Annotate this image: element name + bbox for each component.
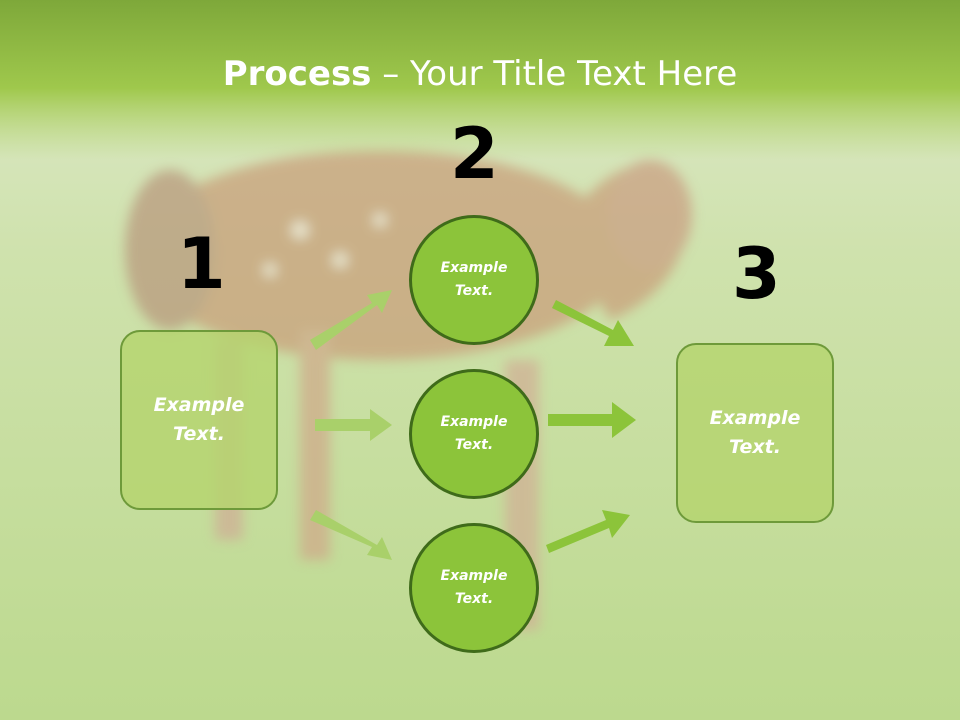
circle-middle-text: Example Text. xyxy=(440,414,508,453)
step-number-3: 3 xyxy=(732,233,781,315)
slide-title: Process – Your Title Text Here xyxy=(0,52,960,96)
right-text-box: Example Text. xyxy=(676,343,834,523)
title-bold: Process xyxy=(222,54,372,94)
arrow-left-up xyxy=(310,290,392,350)
step-number-2: 2 xyxy=(450,113,499,195)
circle-top: Example Text. xyxy=(409,215,539,345)
left-box-text: Example Text. xyxy=(153,394,245,445)
title-rest: – Your Title Text Here xyxy=(371,54,738,94)
arrow-left-mid xyxy=(315,409,392,441)
arrow-left-down xyxy=(310,510,392,560)
left-text-box: Example Text. xyxy=(120,330,278,510)
circle-top-text: Example Text. xyxy=(440,260,508,299)
step-number-1: 1 xyxy=(177,223,226,305)
arrow-right-up xyxy=(552,300,634,346)
right-box-text: Example Text. xyxy=(709,407,801,458)
arrow-right-mid xyxy=(548,402,636,438)
circle-middle: Example Text. xyxy=(409,369,539,499)
circle-bottom: Example Text. xyxy=(409,523,539,653)
circle-bottom-text: Example Text. xyxy=(440,568,508,607)
arrow-right-down xyxy=(546,510,630,553)
